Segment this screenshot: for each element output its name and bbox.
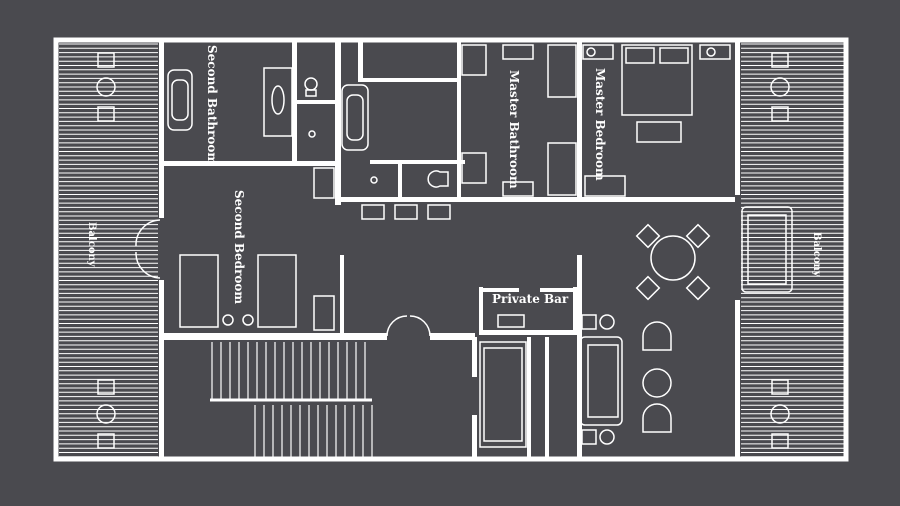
room-label-master-bedroom: Master Bedroom	[593, 68, 607, 181]
balcony-door[interactable]	[135, 219, 161, 279]
staircase	[210, 342, 373, 458]
fixtures	[167, 44, 731, 448]
room-label-master-bathroom: Master Bathroom	[507, 70, 521, 189]
room-label-second-bathroom: Second Bathroom	[205, 45, 219, 165]
balcony-furniture	[96, 52, 793, 449]
room-label-second-bedroom: Second Bedroom	[232, 190, 246, 304]
room-label-balcony-right: Balcony	[811, 232, 822, 278]
balcony-left-deck	[59, 43, 158, 458]
entrance-door[interactable]	[386, 315, 431, 337]
outer-wall	[53, 37, 849, 462]
room-label-private-bar: Private Bar	[492, 292, 569, 306]
room-label-balcony-left: Balcony	[86, 222, 97, 268]
